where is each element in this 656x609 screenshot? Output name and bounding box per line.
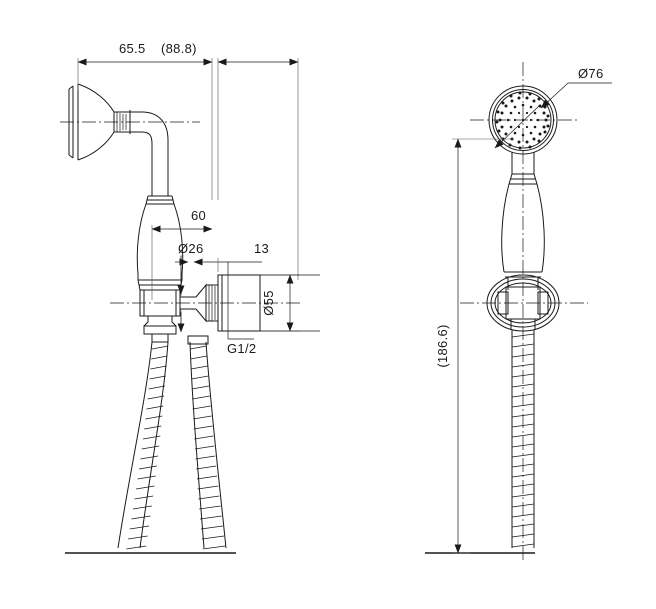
dimension-26: Ø26 [175, 241, 228, 333]
leader-lower [494, 104, 541, 149]
handle-barrel [136, 203, 184, 281]
hose-left [117, 335, 227, 550]
dim-label-26: Ø26 [178, 241, 203, 256]
dimension-55: Ø55 [255, 274, 320, 332]
dim-label-55: Ø55 [261, 290, 276, 315]
dim-label-g12: G1/2 [227, 341, 256, 356]
dimension-76: Ø76 [540, 66, 612, 109]
dim-label-65-5: 65.5 [119, 41, 146, 56]
hose-right [511, 330, 535, 548]
front-view-group [460, 62, 588, 560]
front-neck [508, 152, 538, 185]
side-view-group [60, 83, 300, 343]
wall-holder-bracket [460, 274, 588, 332]
hex-nut [143, 316, 177, 343]
dim-label-186-6: (186.6) [435, 324, 450, 367]
handle-lower-collar [137, 279, 183, 291]
dimension-186-6: (186.6) [435, 138, 513, 554]
shower-head-side [68, 83, 131, 161]
dim-label-60: 60 [191, 208, 206, 223]
shower-neck [130, 111, 169, 197]
callout-g12: G1/2 [227, 262, 256, 356]
dimension-88-8: (88.8) [161, 41, 299, 280]
dimension-65-5: 65.5 [77, 41, 213, 200]
dim-label-13: 13 [254, 241, 269, 256]
dimension-60: 60 [151, 208, 213, 300]
dim-label-76: Ø76 [578, 66, 603, 81]
wall-outlet-assembly [180, 274, 261, 332]
dim-label-88-8: (88.8) [161, 41, 197, 56]
neck-collar [145, 195, 175, 205]
dimension-13: 13 [217, 241, 269, 272]
